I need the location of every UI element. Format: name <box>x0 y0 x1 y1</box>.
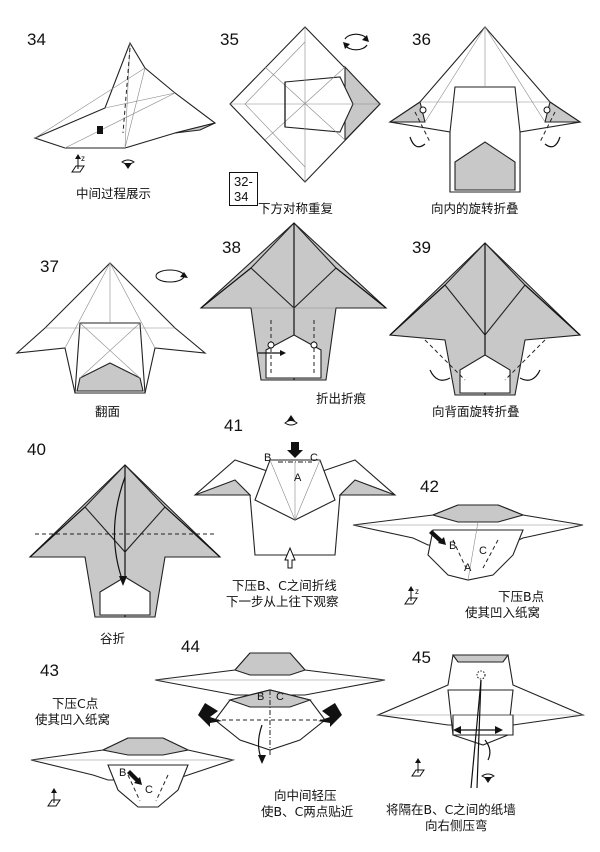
point-label-b: B <box>264 452 272 464</box>
step-caption-line2: 使其凹入纸窝 <box>35 712 111 727</box>
step-number: 39 <box>412 238 431 257</box>
step-caption-line2: 使其凹入纸窝 <box>465 605 541 620</box>
step-40-diagram <box>28 464 222 618</box>
step-number: 41 <box>224 416 243 435</box>
step-45-diagram <box>375 654 586 789</box>
step-caption-line1: 将隔在B、C之间的纸墙 <box>386 802 516 817</box>
point-label-b: B <box>449 540 457 552</box>
step-number: 35 <box>220 30 239 49</box>
step-39-diagram <box>388 242 582 396</box>
step-caption-line1: 向中间轻压 <box>274 788 337 803</box>
step-number: 44 <box>181 637 200 656</box>
step-caption-line2: 使B、C两点贴近 <box>261 804 354 819</box>
point-label-b: B <box>119 767 127 779</box>
point-label-c: C <box>310 452 318 464</box>
step-number: 43 <box>40 661 59 680</box>
step-42-diagram <box>352 504 584 605</box>
step-number: 38 <box>222 238 241 257</box>
point-label-a: A <box>464 562 472 574</box>
step-caption: 中间过程展示 <box>76 186 152 201</box>
step-caption: 翻面 <box>95 404 121 419</box>
step-caption: 折出折痕 <box>316 391 367 406</box>
step-43-diagram <box>30 737 236 808</box>
step-number: 40 <box>27 440 46 459</box>
step-caption-line2: 下一步从上往下观察 <box>226 594 339 609</box>
step-caption-line1: 下压B点 <box>498 589 545 604</box>
step-number: 37 <box>40 257 59 276</box>
point-label-c: C <box>479 545 487 557</box>
step-number: 45 <box>412 648 431 667</box>
step-38-diagram <box>199 222 388 381</box>
step-caption: 向背面旋转折叠 <box>432 404 520 419</box>
step-36-diagram <box>388 26 582 193</box>
point-label-a: A <box>294 472 302 484</box>
step-caption: 下方对称重复 <box>258 201 334 216</box>
axis-label: z <box>81 154 85 163</box>
step-37-diagram <box>15 262 207 394</box>
point-label-b: B <box>257 691 265 703</box>
step-caption: 谷折 <box>100 631 126 646</box>
step-34-diagram <box>33 41 217 173</box>
step-caption-line1: 下压B、C之间折线 <box>232 578 337 593</box>
point-label-c: C <box>276 691 284 703</box>
reference-box: 32-34 <box>229 172 258 206</box>
step-number: 36 <box>412 30 431 49</box>
step-caption-line1: 下压C点 <box>52 696 99 711</box>
point-label-c: C <box>145 784 153 796</box>
step-35-diagram <box>229 26 381 183</box>
step-caption-line2: 向右侧压弯 <box>425 818 488 833</box>
step-41-diagram <box>193 415 397 569</box>
step-number: 42 <box>420 477 439 496</box>
step-44-diagram <box>154 652 386 764</box>
step-caption: 向内的旋转折叠 <box>431 201 519 216</box>
step-number: 34 <box>27 30 46 49</box>
axis-label: z <box>415 587 419 596</box>
